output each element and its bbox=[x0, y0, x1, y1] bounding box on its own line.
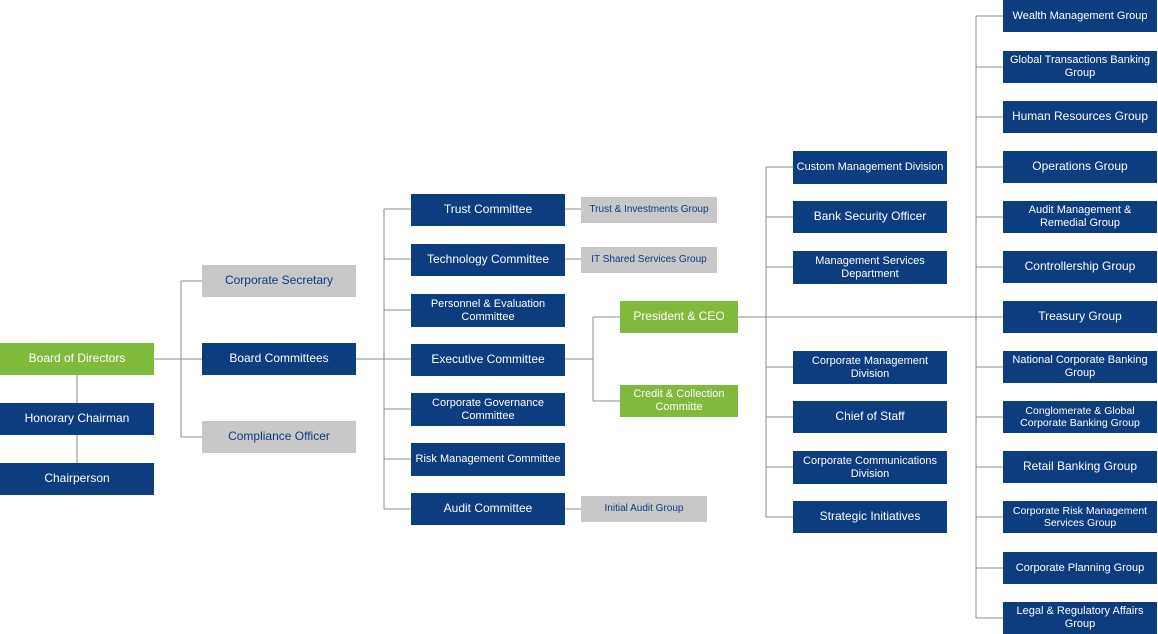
node-board-of-directors: Board of Directors bbox=[0, 343, 154, 375]
node-personnel-evaluation-committee: Personnel & Evaluation Committee bbox=[411, 294, 565, 327]
node-corporate-risk-management-services-group: Corporate Risk Management Services Group bbox=[1003, 501, 1157, 533]
node-compliance-officer: Compliance Officer bbox=[202, 421, 356, 453]
node-corporate-planning-group: Corporate Planning Group bbox=[1003, 552, 1157, 584]
node-chairperson: Chairperson bbox=[0, 463, 154, 495]
node-conglomerate-global-corporate-banking-group: Conglomerate & Global Corporate Banking … bbox=[1003, 401, 1157, 433]
node-board-committees: Board Committees bbox=[202, 343, 356, 375]
node-chief-of-staff: Chief of Staff bbox=[793, 401, 947, 433]
node-strategic-initiatives: Strategic Initiatives bbox=[793, 501, 947, 533]
node-treasury-group: Treasury Group bbox=[1003, 301, 1157, 333]
node-audit-committee: Audit Committee bbox=[411, 493, 565, 525]
node-management-services-department: Management Services Department bbox=[793, 251, 947, 284]
node-initial-audit-group: Initial Audit Group bbox=[581, 496, 707, 522]
node-corporate-management-division: Corporate Management Division bbox=[793, 351, 947, 384]
node-corporate-governance-committee: Corporate Governance Committee bbox=[411, 393, 565, 426]
node-credit-collection-committee: Credit & Collection Committe bbox=[620, 385, 738, 417]
node-custom-management-division: Custom Management Division bbox=[793, 151, 947, 184]
node-risk-management-committee: Risk Management Committee bbox=[411, 443, 565, 476]
node-corporate-secretary: Corporate Secretary bbox=[202, 265, 356, 297]
node-executive-committee: Executive Committee bbox=[411, 344, 565, 376]
node-operations-group: Operations Group bbox=[1003, 151, 1157, 183]
node-honorary-chairman: Honorary Chairman bbox=[0, 403, 154, 435]
node-legal-regulatory-affairs-group: Legal & Regulatory Affairs Group bbox=[1003, 602, 1157, 634]
node-controllership-group: Controllership Group bbox=[1003, 251, 1157, 283]
node-president-ceo: President & CEO bbox=[620, 301, 738, 333]
node-bank-security-officer: Bank Security Officer bbox=[793, 201, 947, 233]
node-corporate-communications-division: Corporate Communications Division bbox=[793, 451, 947, 484]
node-national-corporate-banking-group: National Corporate Banking Group bbox=[1003, 351, 1157, 383]
node-retail-banking-group: Retail Banking Group bbox=[1003, 451, 1157, 483]
node-technology-committee: Technology Committee bbox=[411, 244, 565, 276]
node-trust-committee: Trust Committee bbox=[411, 194, 565, 226]
node-audit-management-remedial-group: Audit Management & Remedial Group bbox=[1003, 201, 1157, 233]
node-trust-investments-group: Trust & Investments Group bbox=[581, 197, 717, 223]
node-wealth-management-group: Wealth Management Group bbox=[1003, 0, 1157, 32]
node-global-transactions-banking-group: Global Transactions Banking Group bbox=[1003, 51, 1157, 83]
node-human-resources-group: Human Resources Group bbox=[1003, 101, 1157, 133]
node-it-shared-services-group: IT Shared Services Group bbox=[581, 247, 717, 273]
